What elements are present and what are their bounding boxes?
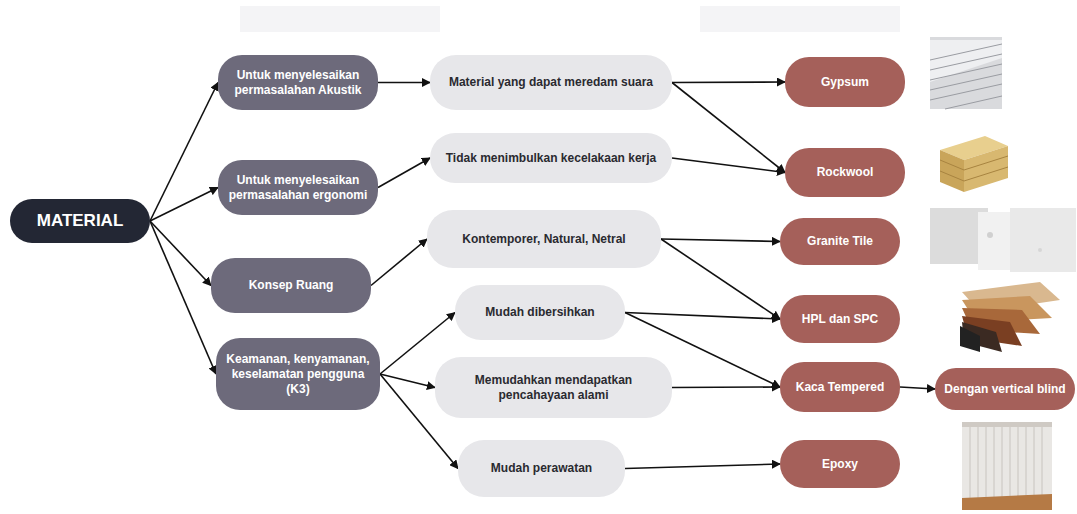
node-label: Gypsum bbox=[821, 75, 869, 90]
arrow-connector bbox=[672, 83, 785, 173]
material-pill: Gypsum bbox=[785, 57, 905, 107]
node-label: Rockwool bbox=[817, 165, 874, 180]
root-box: MATERIAL bbox=[10, 199, 150, 243]
node-label: Untuk menyelesaikan permasalahan ergonom… bbox=[228, 173, 368, 203]
node-label: HPL dan SPC bbox=[802, 312, 878, 327]
arrow-connector bbox=[378, 158, 430, 188]
criteria-pill: Tidak menimbulkan kecelakaan kerja bbox=[430, 133, 672, 183]
criteria-pill: Material yang dapat meredam suara bbox=[430, 55, 672, 110]
node-label: Memudahkan mendapatkan pencahayaan alami bbox=[447, 373, 660, 403]
category-pill: Untuk menyelesaikan permasalahan Akustik bbox=[218, 55, 378, 110]
vertical-blind-photo bbox=[962, 422, 1052, 510]
node-label: Epoxy bbox=[822, 457, 858, 472]
arrow-connector bbox=[150, 221, 216, 374]
arrow-connector bbox=[625, 464, 780, 469]
arrow-connector bbox=[900, 387, 935, 389]
arrow-connector bbox=[672, 386, 780, 388]
arrow-connector bbox=[661, 239, 780, 319]
node-label: Keamanan, kenyamanan, keselamatan penggu… bbox=[226, 352, 370, 397]
criteria-pill: Mudah dibersihkan bbox=[455, 285, 625, 340]
arrow-connector bbox=[672, 158, 785, 173]
arrow-connector bbox=[150, 221, 211, 286]
node-label: Kontemporer, Natural, Netral bbox=[462, 232, 625, 247]
arrow-connector bbox=[380, 374, 435, 388]
hpl-swatches-photo bbox=[960, 282, 1060, 352]
node-label: Granite Tile bbox=[807, 234, 873, 249]
category-pill: Untuk menyelesaikan permasalahan ergonom… bbox=[218, 160, 378, 215]
node-label: Mudah perawatan bbox=[491, 461, 592, 476]
criteria-pill: Memudahkan mendapatkan pencahayaan alami bbox=[435, 357, 672, 418]
arrow-connector bbox=[150, 188, 218, 222]
category-pill: Keamanan, kenyamanan, keselamatan penggu… bbox=[216, 338, 380, 410]
node-label: Material yang dapat meredam suara bbox=[449, 75, 653, 90]
arrow-connector bbox=[625, 313, 780, 320]
arrow-connector bbox=[371, 239, 427, 286]
node-label: Konsep Ruang bbox=[249, 278, 334, 293]
arrow-connector bbox=[672, 81, 785, 83]
arrow-connector bbox=[661, 239, 780, 242]
arrow-connector bbox=[378, 82, 430, 84]
arrow-connector bbox=[150, 83, 218, 222]
granite-photo bbox=[930, 208, 1076, 272]
material-pill: Kaca Tempered bbox=[780, 362, 900, 412]
node-label: Mudah dibersihkan bbox=[485, 305, 594, 320]
criteria-pill: Kontemporer, Natural, Netral bbox=[427, 210, 661, 268]
material-pill: HPL dan SPC bbox=[780, 295, 900, 343]
gypsum-photo bbox=[930, 37, 1002, 109]
node-label: Untuk menyelesaikan permasalahan Akustik bbox=[228, 68, 368, 98]
node-label: Tidak menimbulkan kecelakaan kerja bbox=[446, 151, 657, 166]
rockwool-photo bbox=[940, 136, 1008, 192]
node-label: MATERIAL bbox=[37, 210, 124, 231]
node-label: Kaca Tempered bbox=[796, 380, 884, 395]
node-label: Dengan vertical blind bbox=[944, 382, 1065, 397]
header-bar bbox=[700, 6, 900, 32]
criteria-pill: Mudah perawatan bbox=[458, 440, 625, 497]
category-pill: Konsep Ruang bbox=[211, 258, 371, 313]
header-bar bbox=[240, 6, 440, 32]
material-pill: Granite Tile bbox=[780, 218, 900, 265]
material-pill: Epoxy bbox=[780, 440, 900, 488]
material-pill: Rockwool bbox=[785, 148, 905, 197]
material-pill: Dengan vertical blind bbox=[935, 368, 1075, 410]
